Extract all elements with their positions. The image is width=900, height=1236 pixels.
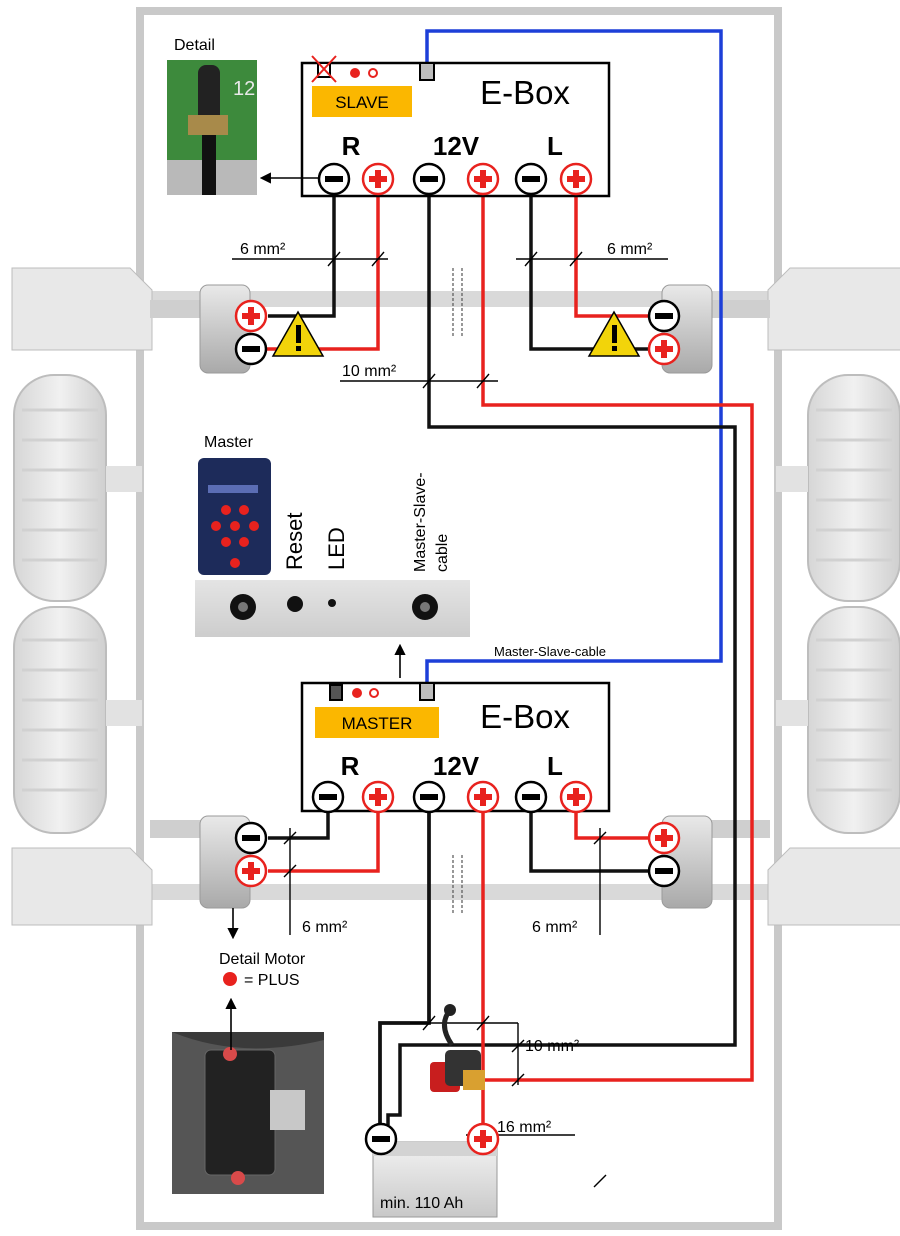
wire-master-negative-to-battery — [378, 812, 431, 1125]
master-slave-signal-cable — [425, 29, 723, 684]
mover-bottom — [11, 815, 900, 926]
bottom-right-plus-terminal — [647, 821, 681, 855]
slave-led-red-ring — [368, 68, 378, 78]
warning-icon — [271, 310, 325, 357]
wire-bottom-l-positive — [574, 808, 648, 840]
frame-pass-marks — [452, 268, 463, 915]
gauge-top-right: 6 mm² — [607, 241, 653, 258]
master-12v-plus-terminal — [466, 780, 500, 814]
reset-button[interactable] — [287, 596, 303, 612]
reset-label: Reset — [282, 513, 307, 570]
master-l-minus-terminal — [514, 780, 548, 814]
gauge-top-power: 10 mm² — [342, 363, 397, 380]
wire-slave-12v-positive — [481, 196, 754, 1082]
gauge-bottom-right: 6 mm² — [532, 919, 578, 936]
master-badge-label: MASTER — [342, 714, 413, 733]
slave-terminal-12v: 12V — [433, 131, 480, 161]
warning-icon — [587, 310, 641, 357]
master-slave-cable-label-line1: Master-Slave- — [412, 472, 429, 572]
top-right-minus-terminal — [647, 299, 681, 333]
top-left-minus-terminal — [234, 332, 268, 366]
master-l-plus-terminal — [559, 780, 593, 814]
tire-left-rear — [13, 606, 107, 834]
plus-legend-dot — [223, 972, 237, 986]
slave-r-plus-terminal — [361, 162, 395, 196]
master-terminal-12v: 12V — [433, 751, 480, 781]
slave-12v-minus-terminal — [412, 162, 446, 196]
tires — [13, 374, 900, 834]
svg-text:12: 12 — [233, 78, 255, 100]
battery-plus-terminal — [466, 1122, 500, 1156]
crossed-jumper-icon — [311, 55, 337, 83]
main-switch — [430, 1004, 485, 1092]
gauge-ticks — [232, 251, 668, 1188]
master-jumper — [329, 684, 343, 701]
slave-ebox-title: E-Box — [480, 74, 570, 111]
bottom-left-minus-terminal — [234, 821, 268, 855]
gauge-top-left: 6 mm² — [240, 241, 286, 258]
master-ebox-body — [300, 681, 611, 813]
led-label: LED — [324, 527, 349, 570]
master-led-red-ring — [369, 688, 379, 698]
control-panel — [195, 580, 470, 637]
gauge-bottom-power: 10 mm² — [525, 1038, 580, 1055]
slave-signal-port — [419, 62, 435, 81]
gauge-battery: 16 mm² — [497, 1119, 552, 1136]
wire-bottom-r-negative — [268, 808, 330, 840]
master-badge — [315, 707, 439, 738]
wire-master-negative-main — [378, 812, 431, 1125]
tire-left-front — [13, 374, 107, 602]
master-terminal-r: R — [341, 751, 360, 781]
slave-badge-label: SLAVE — [335, 93, 389, 112]
slave-12v-plus-terminal — [466, 162, 500, 196]
led-indicator — [328, 599, 336, 607]
detail-motor-label: Detail Motor — [219, 951, 306, 968]
top-right-plus-terminal — [647, 332, 681, 366]
wire-top-r-negative — [268, 196, 336, 318]
wire-slave-12v-negative — [386, 196, 737, 1125]
master-slave-cable-label: Master-Slave-cable — [494, 644, 606, 659]
slave-terminal-r: R — [342, 131, 361, 161]
detail-photo: 12 — [167, 60, 257, 195]
slave-ebox: SLAVE E-Box R 12V L — [300, 55, 611, 198]
bottom-left-plus-terminal — [234, 854, 268, 888]
wire-top-l-negative — [529, 196, 648, 351]
chassis-frame — [136, 7, 782, 1230]
bottom-right-minus-terminal — [647, 854, 681, 888]
slave-l-minus-terminal — [514, 162, 548, 196]
master-ebox: MASTER E-Box R 12V L — [300, 681, 611, 814]
battery — [372, 1141, 498, 1218]
wire-bottom-r-positive — [268, 808, 380, 873]
master-terminal-l: L — [547, 751, 563, 781]
mover-top — [11, 267, 900, 374]
battery-minus-terminal — [364, 1122, 398, 1156]
slave-ebox-body — [300, 61, 611, 198]
master-12v-minus-terminal — [412, 780, 446, 814]
master-r-plus-terminal — [361, 780, 395, 814]
slave-badge — [312, 86, 412, 117]
slave-led-red-dot — [350, 68, 360, 78]
battery-label: min. 110 Ah — [380, 1195, 463, 1212]
gauge-bottom-left: 6 mm² — [302, 919, 348, 936]
wire-top-l-positive — [574, 196, 648, 318]
master-slave-cable-label-line2: cable — [434, 534, 451, 572]
slave-l-plus-terminal — [559, 162, 593, 196]
slave-r-minus-terminal — [317, 162, 351, 196]
wire-top-r-positive — [251, 196, 380, 351]
tire-right-front — [807, 374, 900, 602]
master-title: Master — [204, 434, 254, 451]
detail-label: Detail — [174, 37, 215, 54]
tire-right-rear — [807, 606, 900, 834]
master-ebox-title: E-Box — [480, 698, 570, 735]
top-left-plus-terminal — [234, 299, 268, 333]
master-r-minus-terminal — [311, 780, 345, 814]
master-signal-port — [419, 682, 435, 701]
slave-terminal-l: L — [547, 131, 563, 161]
master-led-red-dot — [352, 688, 362, 698]
master-remote — [198, 458, 271, 575]
wire-bottom-l-negative — [529, 808, 648, 873]
motor-detail-photo — [172, 1032, 324, 1194]
plus-legend-label: = PLUS — [244, 972, 300, 989]
